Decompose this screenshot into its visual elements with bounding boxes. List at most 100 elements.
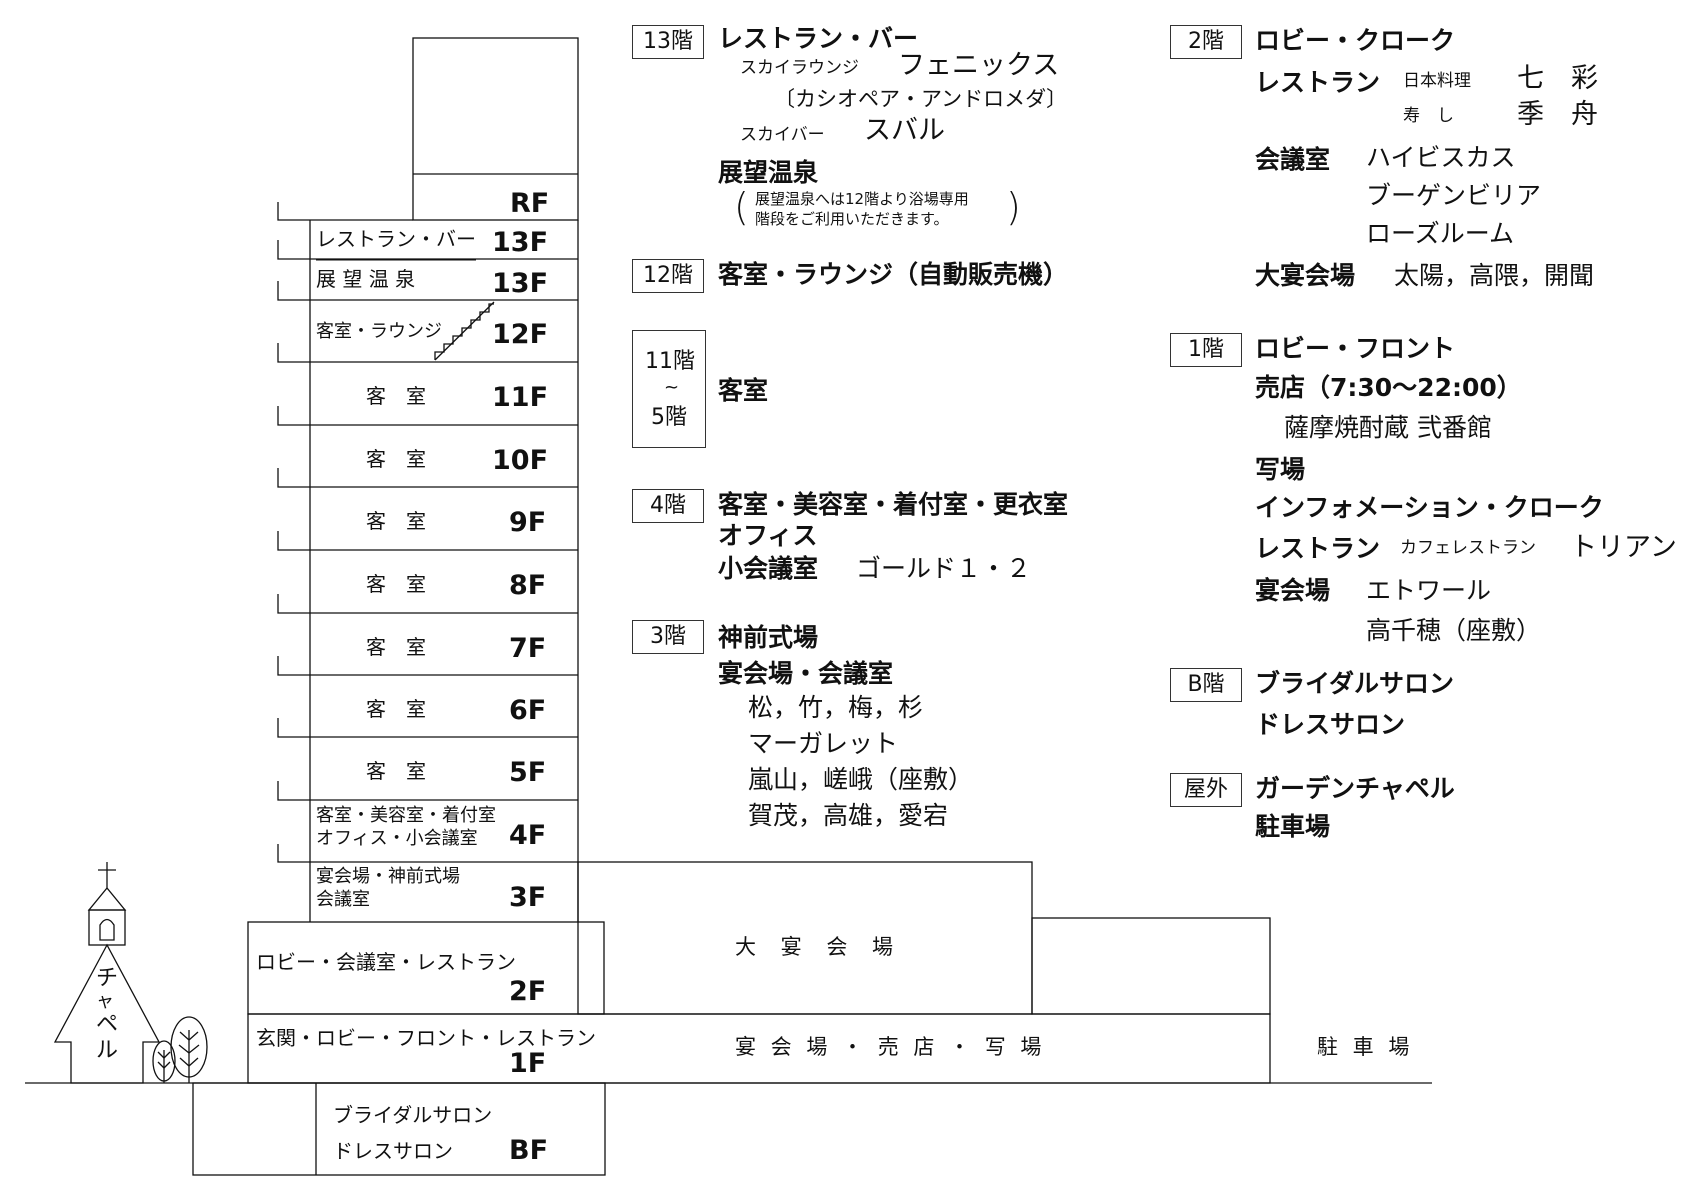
f3-heading-banquet: 宴会場・会議室 bbox=[718, 659, 894, 688]
banquet-shop-photo-label: 宴 会 場 ・ 売 店 ・ 写 場 bbox=[735, 1035, 1046, 1059]
floor-label-10f: 客 室 bbox=[366, 447, 426, 471]
outdoor-heading-chapel: ガーデンチャペル bbox=[1255, 774, 1455, 803]
floor-code-7f: 7F bbox=[509, 633, 547, 664]
floor-code-10f: 10F bbox=[492, 445, 549, 476]
badge-13f: 13階 bbox=[632, 25, 704, 59]
f4-heading-office: オフィス bbox=[718, 521, 818, 550]
badge-1f: 1階 bbox=[1170, 333, 1242, 367]
floor-code-1f: 1F bbox=[509, 1048, 547, 1079]
stairs-icon bbox=[434, 303, 494, 360]
floor-code-12f: 12F bbox=[492, 319, 549, 350]
roof-structure bbox=[412, 37, 579, 221]
outdoor-heading-parking: 駐車場 bbox=[1255, 812, 1331, 841]
f3-room-list: 松，竹，梅，杉 bbox=[748, 693, 924, 722]
floor-label-12f: 客室・ラウンジ bbox=[316, 321, 442, 342]
floor-label-2f: ロビー・会議室・レストラン bbox=[256, 950, 516, 974]
bf-heading-bridal: ブライダルサロン bbox=[1255, 669, 1455, 698]
floor-code-13f: 13F bbox=[492, 227, 549, 258]
grand-banquet-hall-label: 大 宴 会 場 bbox=[735, 935, 903, 959]
f1-sub-cafe: カフェレストラン bbox=[1400, 538, 1536, 558]
floor-code-3f: 3F bbox=[509, 882, 547, 913]
f4-heading-rooms: 客室・美容室・着付室・更衣室 bbox=[718, 490, 1069, 519]
f1-shop-name: 薩摩焼酎蔵 弐番館 bbox=[1284, 413, 1492, 442]
floor-label-8f: 客 室 bbox=[366, 572, 426, 596]
badge-2f: 2階 bbox=[1170, 25, 1242, 59]
f2-heading-restaurant: レストラン bbox=[1255, 68, 1381, 97]
floor-label-4f-line1: 客室・美容室・着付室 bbox=[316, 805, 496, 826]
floor-label-6f: 客 室 bbox=[366, 697, 426, 721]
floor-label-13f-restaurant: レストラン・バー bbox=[316, 227, 476, 251]
f1-heading-shop: 売店（7:30〜22:00） bbox=[1255, 373, 1522, 402]
floor-label-3f-line1: 宴会場・神前式場 bbox=[316, 866, 460, 887]
f2-grand-hall-names: 太陽，高隈，開聞 bbox=[1394, 261, 1595, 290]
floor-code-9f: 9F bbox=[509, 507, 547, 538]
floor-label-7f: 客 室 bbox=[366, 635, 426, 659]
floor-code-rf: RF bbox=[510, 188, 550, 219]
badge-bf: B階 bbox=[1170, 668, 1242, 702]
floor-label-bf-line2: ドレスサロン bbox=[333, 1139, 453, 1163]
parking-label: 駐 車 場 bbox=[1317, 1035, 1414, 1059]
f13-heading-restaurant: レストラン・バー bbox=[718, 24, 919, 53]
f2-heading-lobby: ロビー・クローク bbox=[1255, 26, 1456, 55]
floor-label-1f: 玄関・ロビー・フロント・レストラン bbox=[256, 1026, 596, 1050]
f2-heading-grand-hall: 大宴会場 bbox=[1255, 261, 1356, 290]
floor-code-4f: 4F bbox=[509, 820, 547, 851]
f3-room-list: 賀茂，高雄，愛宕 bbox=[748, 801, 949, 830]
f13-name-subaru: スバル bbox=[864, 115, 945, 146]
f13-sub-skylounge: スカイラウンジ bbox=[740, 58, 859, 78]
floor-label-3f-line2: 会議室 bbox=[316, 889, 370, 910]
f1-heading-information: インフォメーション・クローク bbox=[1255, 493, 1604, 522]
floor-label-13f-onsen: 展 望 温 泉 bbox=[316, 267, 416, 291]
tree-icon bbox=[152, 1040, 176, 1083]
f3-room-list: 嵐山，嵯峨（座敷） bbox=[748, 765, 974, 794]
floor-code-bf: BF bbox=[509, 1135, 549, 1166]
floor-label-4f-line2: オフィス・小会議室 bbox=[316, 828, 478, 849]
badge-4f: 4階 bbox=[632, 489, 704, 523]
badge-outdoor: 屋外 bbox=[1170, 773, 1242, 807]
bf-heading-dress: ドレスサロン bbox=[1255, 710, 1406, 739]
floor-code-11f: 11F bbox=[492, 382, 549, 413]
f3-heading-shrine: 神前式場 bbox=[718, 623, 819, 652]
f1-banquet-name: 高千穂（座敷） bbox=[1366, 616, 1542, 645]
f13-onsen-note-line1: 展望温泉へは12階より浴場専用 bbox=[755, 190, 969, 208]
floor-code-5f: 5F bbox=[509, 757, 547, 788]
floor-label-bf-line1: ブライダルサロン bbox=[333, 1103, 493, 1127]
f2-conference-room: ローズルーム bbox=[1366, 219, 1515, 248]
floor-label-5f: 客 室 bbox=[366, 759, 426, 783]
f1-heading-lobby: ロビー・フロント bbox=[1255, 334, 1456, 363]
f1-banquet-name: エトワール bbox=[1366, 576, 1492, 605]
f1-heading-photo: 写場 bbox=[1255, 455, 1306, 484]
f1-heading-restaurant: レストラン bbox=[1255, 534, 1381, 563]
f4-meeting-name: ゴールド１・２ bbox=[856, 554, 1032, 583]
f11-5-heading: 客室 bbox=[718, 376, 769, 405]
f2-heading-conference: 会議室 bbox=[1255, 145, 1331, 174]
f12-heading: 客室・ラウンジ（自動販売機） bbox=[718, 260, 1069, 289]
f13-heading-onsen: 展望温泉 bbox=[718, 158, 819, 187]
badge-3f: 3階 bbox=[632, 620, 704, 654]
f2-name-nanairo: 七 彩 bbox=[1517, 63, 1598, 94]
floor-code-6f: 6F bbox=[509, 695, 547, 726]
floor-code-8f: 8F bbox=[509, 570, 547, 601]
f2-sub-sushi: 寿 し bbox=[1403, 106, 1454, 126]
note-paren-left: ( bbox=[734, 185, 749, 229]
floor-code-13f: 13F bbox=[492, 268, 549, 299]
f1-name-torian: トリアン bbox=[1570, 532, 1677, 563]
floor-label-11f: 客 室 bbox=[366, 384, 426, 408]
f2-sub-japanese: 日本料理 bbox=[1403, 71, 1471, 91]
floor-label-9f: 客 室 bbox=[366, 509, 426, 533]
f1-heading-banquet: 宴会場 bbox=[1255, 576, 1331, 605]
f2-conference-room: ハイビスカス bbox=[1366, 143, 1516, 172]
f13-name-phoenix: フェニックス bbox=[898, 50, 1060, 81]
f3-room-list: マーガレット bbox=[748, 729, 899, 758]
chapel-icon bbox=[53, 862, 161, 1084]
badge-11f-5f: 11階 ~ 5階 bbox=[632, 330, 706, 448]
badge-12f: 12階 bbox=[632, 259, 704, 293]
note-paren-right: ) bbox=[1006, 185, 1021, 229]
f13-onsen-note-line2: 階段をご利用いただきます。 bbox=[755, 210, 949, 228]
f13-sub-skybar: スカイバー bbox=[740, 125, 825, 145]
tree-icon bbox=[170, 1016, 208, 1083]
f2-name-kishu: 季 舟 bbox=[1517, 99, 1598, 130]
f4-heading-meeting: 小会議室 bbox=[718, 554, 819, 583]
floor-code-2f: 2F bbox=[509, 976, 547, 1007]
